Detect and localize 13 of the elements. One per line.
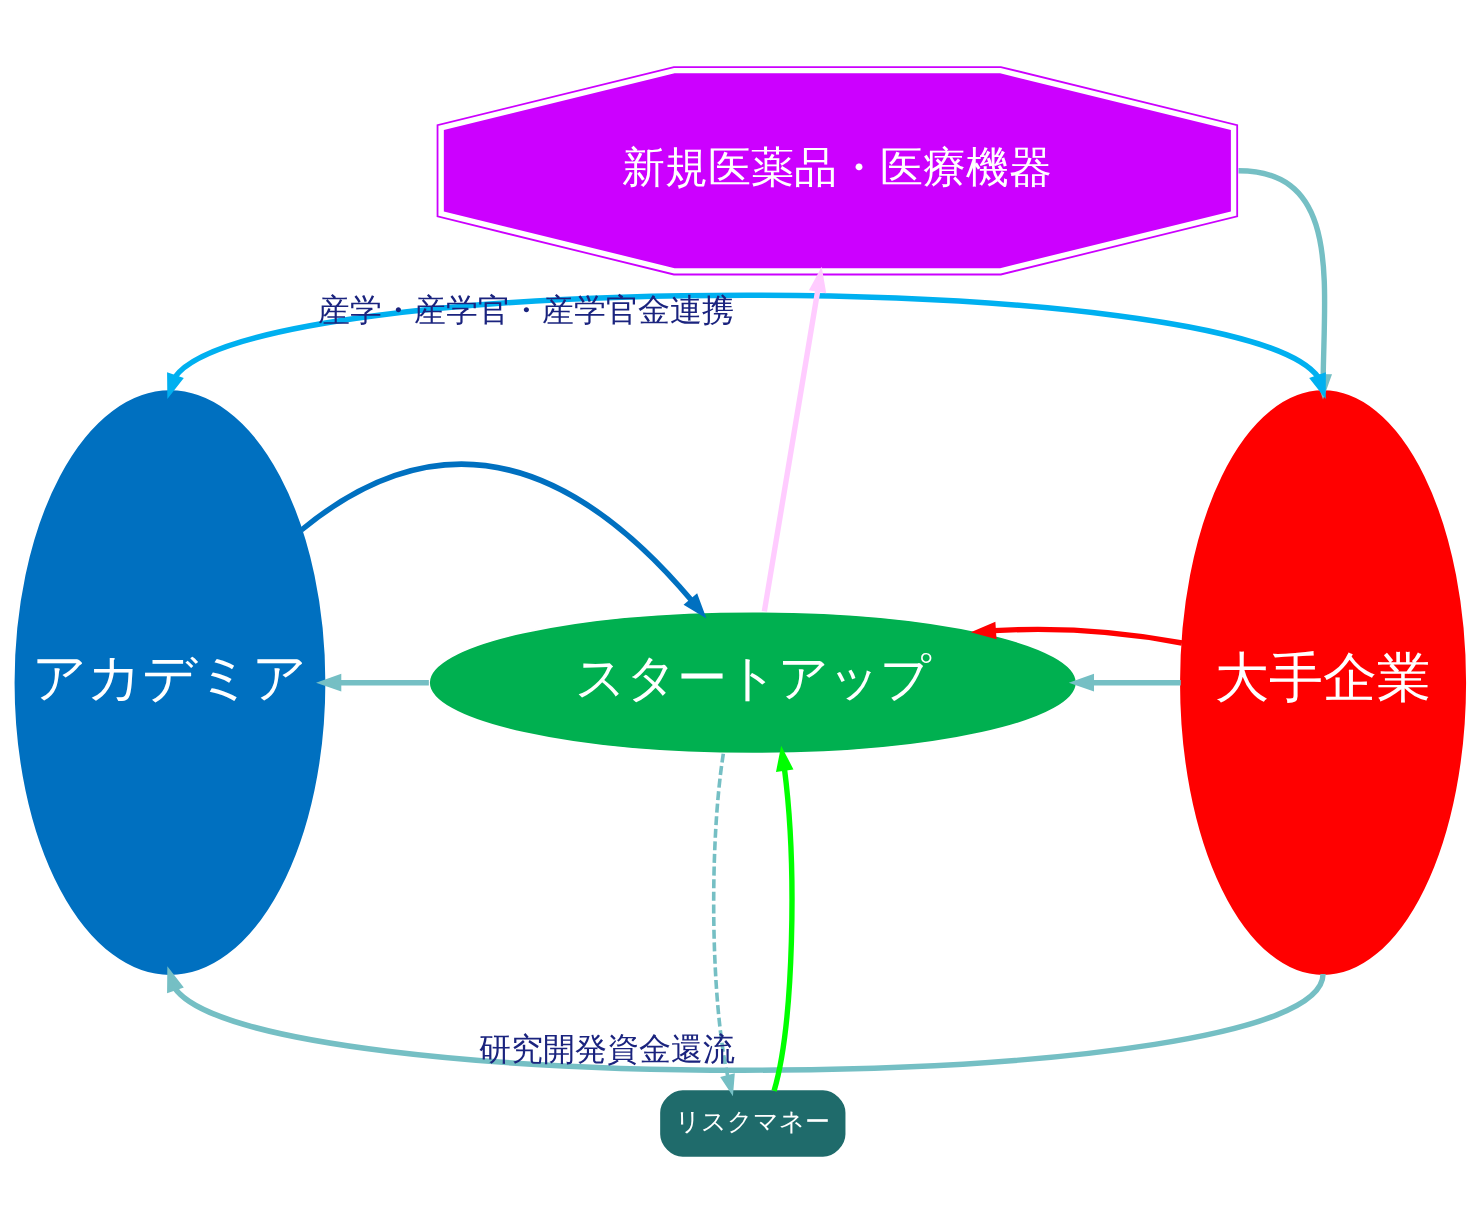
arrow xyxy=(970,621,1183,646)
arrow xyxy=(316,673,429,692)
node-ellipse: アカデミア xyxy=(14,389,326,975)
arrow xyxy=(761,266,827,612)
arrow xyxy=(167,292,1326,399)
node-ellipse: スタートアップ xyxy=(428,610,1078,755)
arrow xyxy=(771,745,795,1091)
arrow xyxy=(711,753,735,1096)
arrow xyxy=(299,461,707,618)
edge-label: 研究開発資金還流 xyxy=(479,1029,736,1068)
node-ellipse: 大手企業 xyxy=(1180,389,1467,975)
node-box: リスクマネー xyxy=(660,1089,846,1157)
arrow xyxy=(1068,673,1181,692)
